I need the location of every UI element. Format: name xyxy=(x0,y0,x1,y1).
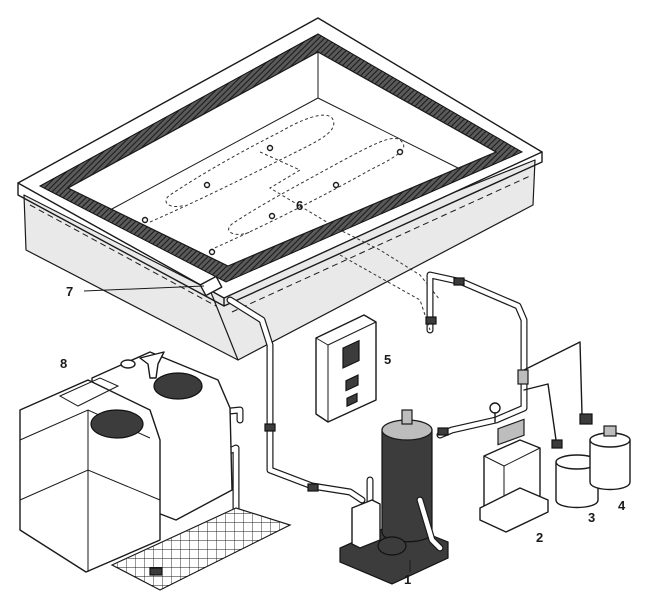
pool-gutter xyxy=(29,175,531,313)
control-display xyxy=(342,339,360,369)
filter-valve xyxy=(401,409,413,425)
nozzle-icon xyxy=(203,181,211,189)
dosing-tank-3 xyxy=(551,439,599,509)
pipe-clamp xyxy=(453,277,465,286)
label-2: 2 xyxy=(536,530,543,545)
label-4: 4 xyxy=(618,498,626,513)
leader-7 xyxy=(83,285,205,292)
label-7: 7 xyxy=(66,284,73,299)
nozzle-icon xyxy=(396,148,404,156)
tank-front xyxy=(19,379,161,573)
pool xyxy=(17,17,543,361)
pipe-clamp xyxy=(149,567,163,576)
pump-motor xyxy=(377,536,407,556)
nozzle-icon xyxy=(266,144,274,152)
pool-deck-lip xyxy=(17,151,543,307)
label-1: 1 xyxy=(404,572,411,587)
heating-coils xyxy=(141,114,441,301)
pipe-clamp xyxy=(437,427,449,436)
pump-prefilter xyxy=(351,499,381,549)
tank-front-handle xyxy=(58,377,120,407)
dosing-tank-4 xyxy=(579,413,631,491)
pressure-gauge-icon xyxy=(489,402,501,414)
nozzle-icon xyxy=(141,216,149,224)
pipe-clamp xyxy=(307,483,319,492)
nozzle-icon xyxy=(332,181,340,189)
label-8: 8 xyxy=(60,356,67,371)
control-switch xyxy=(346,392,358,408)
tank-front-lid xyxy=(90,409,144,439)
skimmer xyxy=(199,275,223,297)
pipe-clamp xyxy=(425,316,437,325)
tank-back-lid xyxy=(153,372,203,400)
dosing-pump-icon xyxy=(551,439,563,449)
heater xyxy=(479,418,549,533)
control-switch xyxy=(345,374,359,392)
dosing-tube-3 xyxy=(523,383,557,441)
filter-pump xyxy=(339,409,449,585)
label-5: 5 xyxy=(384,352,391,367)
nozzle-icon xyxy=(268,212,276,220)
balance-tanks xyxy=(19,351,292,591)
nozzle-icon xyxy=(208,248,216,256)
heater-top xyxy=(497,418,525,446)
label-3: 3 xyxy=(588,510,595,525)
leader-lines xyxy=(83,285,411,572)
callout-labels: 1 2 3 4 5 6 7 8 xyxy=(60,198,626,587)
pool-water xyxy=(66,51,498,267)
pipe-coupling xyxy=(517,369,529,385)
label-6: 6 xyxy=(296,198,303,213)
dosing-pump-icon xyxy=(579,413,593,425)
pool-inner-walls xyxy=(109,52,459,211)
control-box xyxy=(315,314,377,423)
tank-back-vent xyxy=(120,359,136,369)
dosing-cap-icon xyxy=(603,425,617,437)
pipe-clamp xyxy=(264,423,276,432)
heater-base xyxy=(479,487,549,533)
tank-funnel xyxy=(139,351,165,379)
dosing-tube-4 xyxy=(523,341,583,415)
